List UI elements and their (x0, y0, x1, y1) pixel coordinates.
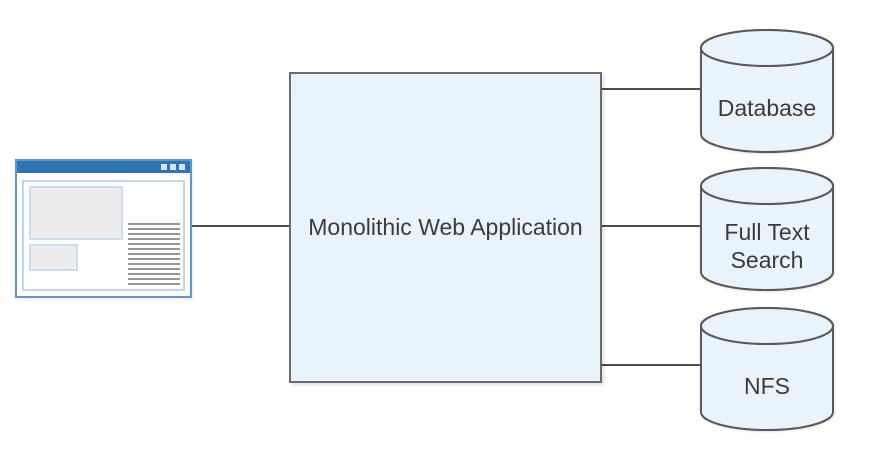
content-placeholder-small (29, 244, 78, 271)
cylinder-icon (700, 29, 834, 153)
browser-page-area (22, 180, 185, 291)
edge-app-to-nfs (602, 364, 700, 366)
window-button-icon (179, 164, 185, 170)
web-browser-icon (15, 159, 192, 298)
edge-app-to-database (602, 88, 700, 90)
edge-app-to-full-text-search (602, 225, 700, 227)
cylinder-icon (700, 307, 834, 431)
window-button-icon (161, 164, 167, 170)
node-label: NFS (744, 372, 790, 399)
content-placeholder-large (29, 186, 123, 240)
node-label: Monolithic Web Application (308, 214, 583, 240)
browser-titlebar (17, 161, 190, 173)
edge-client-to-app (192, 225, 289, 227)
node-label: Database (717, 94, 817, 121)
node-monolithic-web-application: Monolithic Web Application (289, 72, 602, 383)
window-button-icon (170, 164, 176, 170)
node-label: Full Text Search (724, 218, 810, 273)
text-lines-placeholder (128, 223, 180, 287)
node-nfs: NFS (699, 307, 835, 431)
node-full-text-search: Full Text Search (699, 167, 835, 291)
cylinder-icon (700, 167, 834, 291)
node-database: Database (699, 29, 835, 153)
